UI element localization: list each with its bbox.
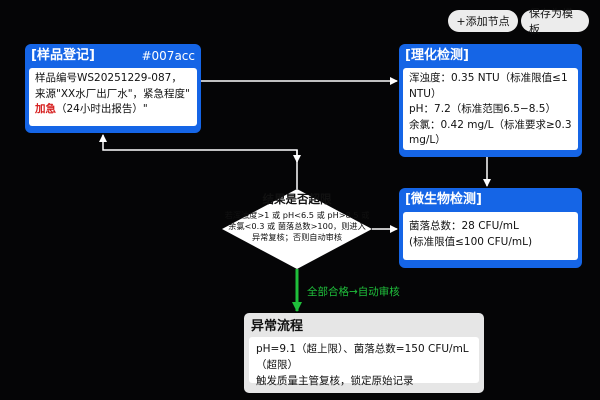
decision-line-1: 若浑浊度>1 或 pH<6.5 或 pH>8.5 或 — [224, 210, 370, 220]
node-body: 浑浊度：0.35 NTU（标准限值≤1 NTU） pH：7.2（标准范围6.5−… — [403, 68, 578, 150]
add-node-button[interactable]: +添加节点 — [448, 10, 518, 32]
sample-line-2: 来源"XX水厂出厂水"，紧急程度" — [35, 87, 190, 100]
node-body: pH=9.1（超上限）、菌落总数=150 CFU/mL（超限） 触发质量主管复核… — [249, 337, 479, 387]
ph-line: pH：7.2（标准范围6.5−8.5） — [409, 103, 556, 115]
pass-edge-label: 全部合格→自动审核 — [307, 286, 400, 298]
node-title: [理化检测] — [405, 48, 469, 63]
chemical-test-node[interactable]: [理化检测] 浑浊度：0.35 NTU（标准限值≤1 NTU） pH：7.2（标… — [399, 44, 582, 157]
urgent-label: 加急 — [35, 103, 56, 115]
decision-diamond — [222, 189, 372, 269]
turbidity-line: 浑浊度：0.35 NTU（标准限值≤1 NTU） — [409, 72, 568, 100]
chlorine-line: 余氯：0.42 mg/L（标准要求≥0.3 mg/L） — [409, 118, 572, 147]
node-body: 菌落总数：28 CFU/mL (标准限值≤100 CFU/mL) — [403, 212, 578, 260]
decision-line-3: 异常复核；否则自动审核 — [251, 232, 343, 242]
microbiology-test-node[interactable]: [微生物检测] 菌落总数：28 CFU/mL (标准限值≤100 CFU/mL) — [399, 188, 582, 268]
abnormal-line-1: pH=9.1（超上限）、菌落总数=150 CFU/mL（超限） — [256, 343, 469, 371]
sample-line-1: 样品编号WS20251229-087， — [35, 72, 182, 84]
sample-line-3-rest: （24小时出报告）" — [56, 103, 148, 115]
node-title: 异常流程 — [251, 319, 304, 334]
save-template-button[interactable]: 保存为模板 — [521, 7, 589, 36]
decision-text: 若浑浊度>1 或 pH<6.5 或 pH>8.5 或 余氯<0.3 或 菌落总数… — [222, 210, 372, 243]
sample-line-3: 加急（24小时出报告）" — [35, 102, 191, 118]
decision-node[interactable]: 结果是否超限 若浑浊度>1 或 pH<6.5 或 pH>8.5 或 余氯<0.3… — [222, 189, 372, 269]
abnormal-line-2: 触发质量主管复核，锁定原始记录 — [256, 375, 414, 387]
colony-limit-line: (标准限值≤100 CFU/mL) — [409, 236, 533, 248]
decision-title: 结果是否超限 — [262, 192, 332, 206]
node-body: 样品编号WS20251229-087， 来源"XX水厂出厂水"，紧急程度" 加急… — [29, 68, 197, 126]
colony-line: 菌落总数：28 CFU/mL — [409, 220, 519, 232]
node-title: [样品登记] — [31, 48, 95, 63]
decision-line-2: 余氯<0.3 或 菌落总数>100，则进入 — [228, 221, 366, 231]
node-tag: #007acc — [141, 49, 195, 63]
node-title: [微生物检测] — [405, 192, 482, 207]
node-header: [样品登记] #007acc — [29, 47, 197, 65]
node-header: [理化检测] — [403, 47, 578, 65]
node-header: [微生物检测] — [403, 191, 578, 209]
edge-decision-to-sample — [99, 134, 298, 189]
abnormal-flow-node[interactable]: 异常流程 pH=9.1（超上限）、菌落总数=150 CFU/mL（超限） 触发质… — [244, 313, 484, 393]
sample-registration-node[interactable]: [样品登记] #007acc 样品编号WS20251229-087， 来源"XX… — [25, 44, 201, 133]
